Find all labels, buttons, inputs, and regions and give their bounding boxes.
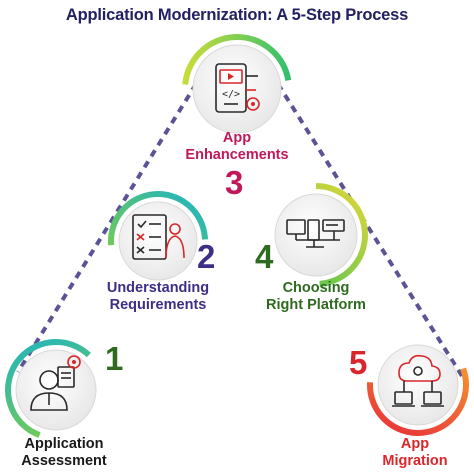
step-3-node: </> [182,34,292,144]
step-3-number: 3 [225,164,244,201]
svg-text:</>: </> [222,89,240,100]
diagram-title: Application Modernization: A 5-Step Proc… [65,6,409,24]
step-3-label-line-2: Enhancements [185,147,289,163]
step-3-label: App Enhancements [167,130,307,164]
step-5-number: 5 [349,344,368,381]
step-1-label: Application Assessment [0,436,128,470]
step-4-node [264,183,368,287]
app-code-icon: </> [215,63,260,113]
step-5-node [367,334,469,436]
step-3-label-line-1: App [222,130,252,146]
checklist-person-icon [132,214,185,260]
step-1-label-line-2: Assessment [21,453,107,469]
step-4-label: Choosing Right Platform [246,280,386,314]
step-5-label: App Migration [360,436,470,470]
step-4-number: 4 [255,238,274,275]
step-1-label-line-1: Application [24,436,104,452]
step-5-label-line-1: App [400,436,430,452]
step-2-number: 2 [197,238,216,275]
connector-left [16,82,198,374]
person-gear-icon [30,355,81,411]
connector-right [276,82,464,378]
step-5-label-line-2: Migration [382,453,448,469]
cloud-migration-icon [392,354,444,407]
step-2-node [108,191,208,291]
step-2-label-line-2: Requirements [109,297,207,313]
step-1-number: 1 [105,340,124,377]
step-4-label-line-1: Choosing [282,280,350,296]
step-4-label-line-2: Right Platform [266,297,366,313]
step-2-label: Understanding Requirements [88,280,228,314]
step-1-node [5,339,107,441]
step-2-label-line-1: Understanding [106,280,210,296]
network-platform-icon [286,219,345,248]
triangle-connector [16,82,464,378]
